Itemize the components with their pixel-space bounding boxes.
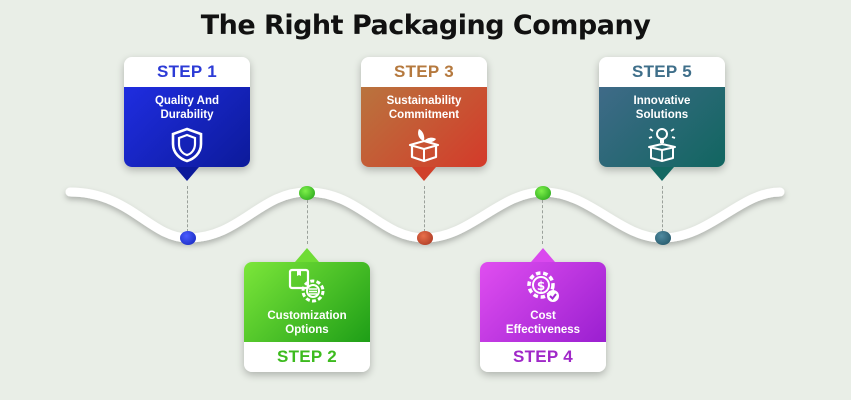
- gear-box-icon: [288, 268, 325, 303]
- timeline-dot-1: [180, 231, 196, 245]
- svg-text:$: $: [537, 279, 545, 293]
- step-body: Sustainability Commitment: [361, 87, 487, 167]
- step-card-1: STEP 1 Quality And Durability: [124, 57, 250, 181]
- step-text: Customization Options: [267, 310, 347, 336]
- card-pointer: [175, 167, 199, 181]
- step-card-4: $ Cost Effectiveness STEP 4: [480, 248, 606, 372]
- step-body: Customization Options: [244, 262, 370, 342]
- step-label: STEP 1: [124, 57, 250, 87]
- timeline-dot-4: [535, 186, 551, 200]
- step-body: Quality And Durability: [124, 87, 250, 167]
- eco-box-icon: [408, 129, 440, 163]
- connector-4: [542, 200, 543, 244]
- connector-2: [307, 200, 308, 244]
- step-label: STEP 4: [480, 342, 606, 372]
- step-card-3: STEP 3 Sustainability Commitment: [361, 57, 487, 181]
- card-pointer: [295, 248, 319, 262]
- dollar-gear-icon: $: [527, 271, 559, 302]
- step-label: STEP 3: [361, 57, 487, 87]
- step-body: Innovative Solutions: [599, 87, 725, 167]
- shield-icon: [171, 127, 203, 163]
- step-text: Cost Effectiveness: [505, 310, 581, 336]
- step-label: STEP 5: [599, 57, 725, 87]
- card-pointer: [412, 167, 436, 181]
- page-title: The Right Packaging Company: [200, 10, 651, 41]
- step-body: $ Cost Effectiveness: [480, 262, 606, 342]
- connector-5: [662, 186, 663, 232]
- step-card-5: STEP 5 Innovative Solutions: [599, 57, 725, 181]
- step-label: STEP 2: [244, 342, 370, 372]
- timeline-dot-2: [299, 186, 315, 200]
- card-pointer: [531, 248, 555, 262]
- connector-3: [424, 186, 425, 232]
- timeline-dot-5: [655, 231, 671, 245]
- card-pointer: [650, 167, 674, 181]
- timeline-dot-3: [417, 231, 433, 245]
- step-card-2: Customization Options STEP 2: [244, 248, 370, 372]
- step-text: Quality And Durability: [154, 95, 220, 121]
- step-text: Sustainability Commitment: [386, 95, 462, 121]
- connector-1: [187, 186, 188, 232]
- step-text: Innovative Solutions: [633, 95, 691, 121]
- lightbulb-box-icon: [648, 128, 676, 162]
